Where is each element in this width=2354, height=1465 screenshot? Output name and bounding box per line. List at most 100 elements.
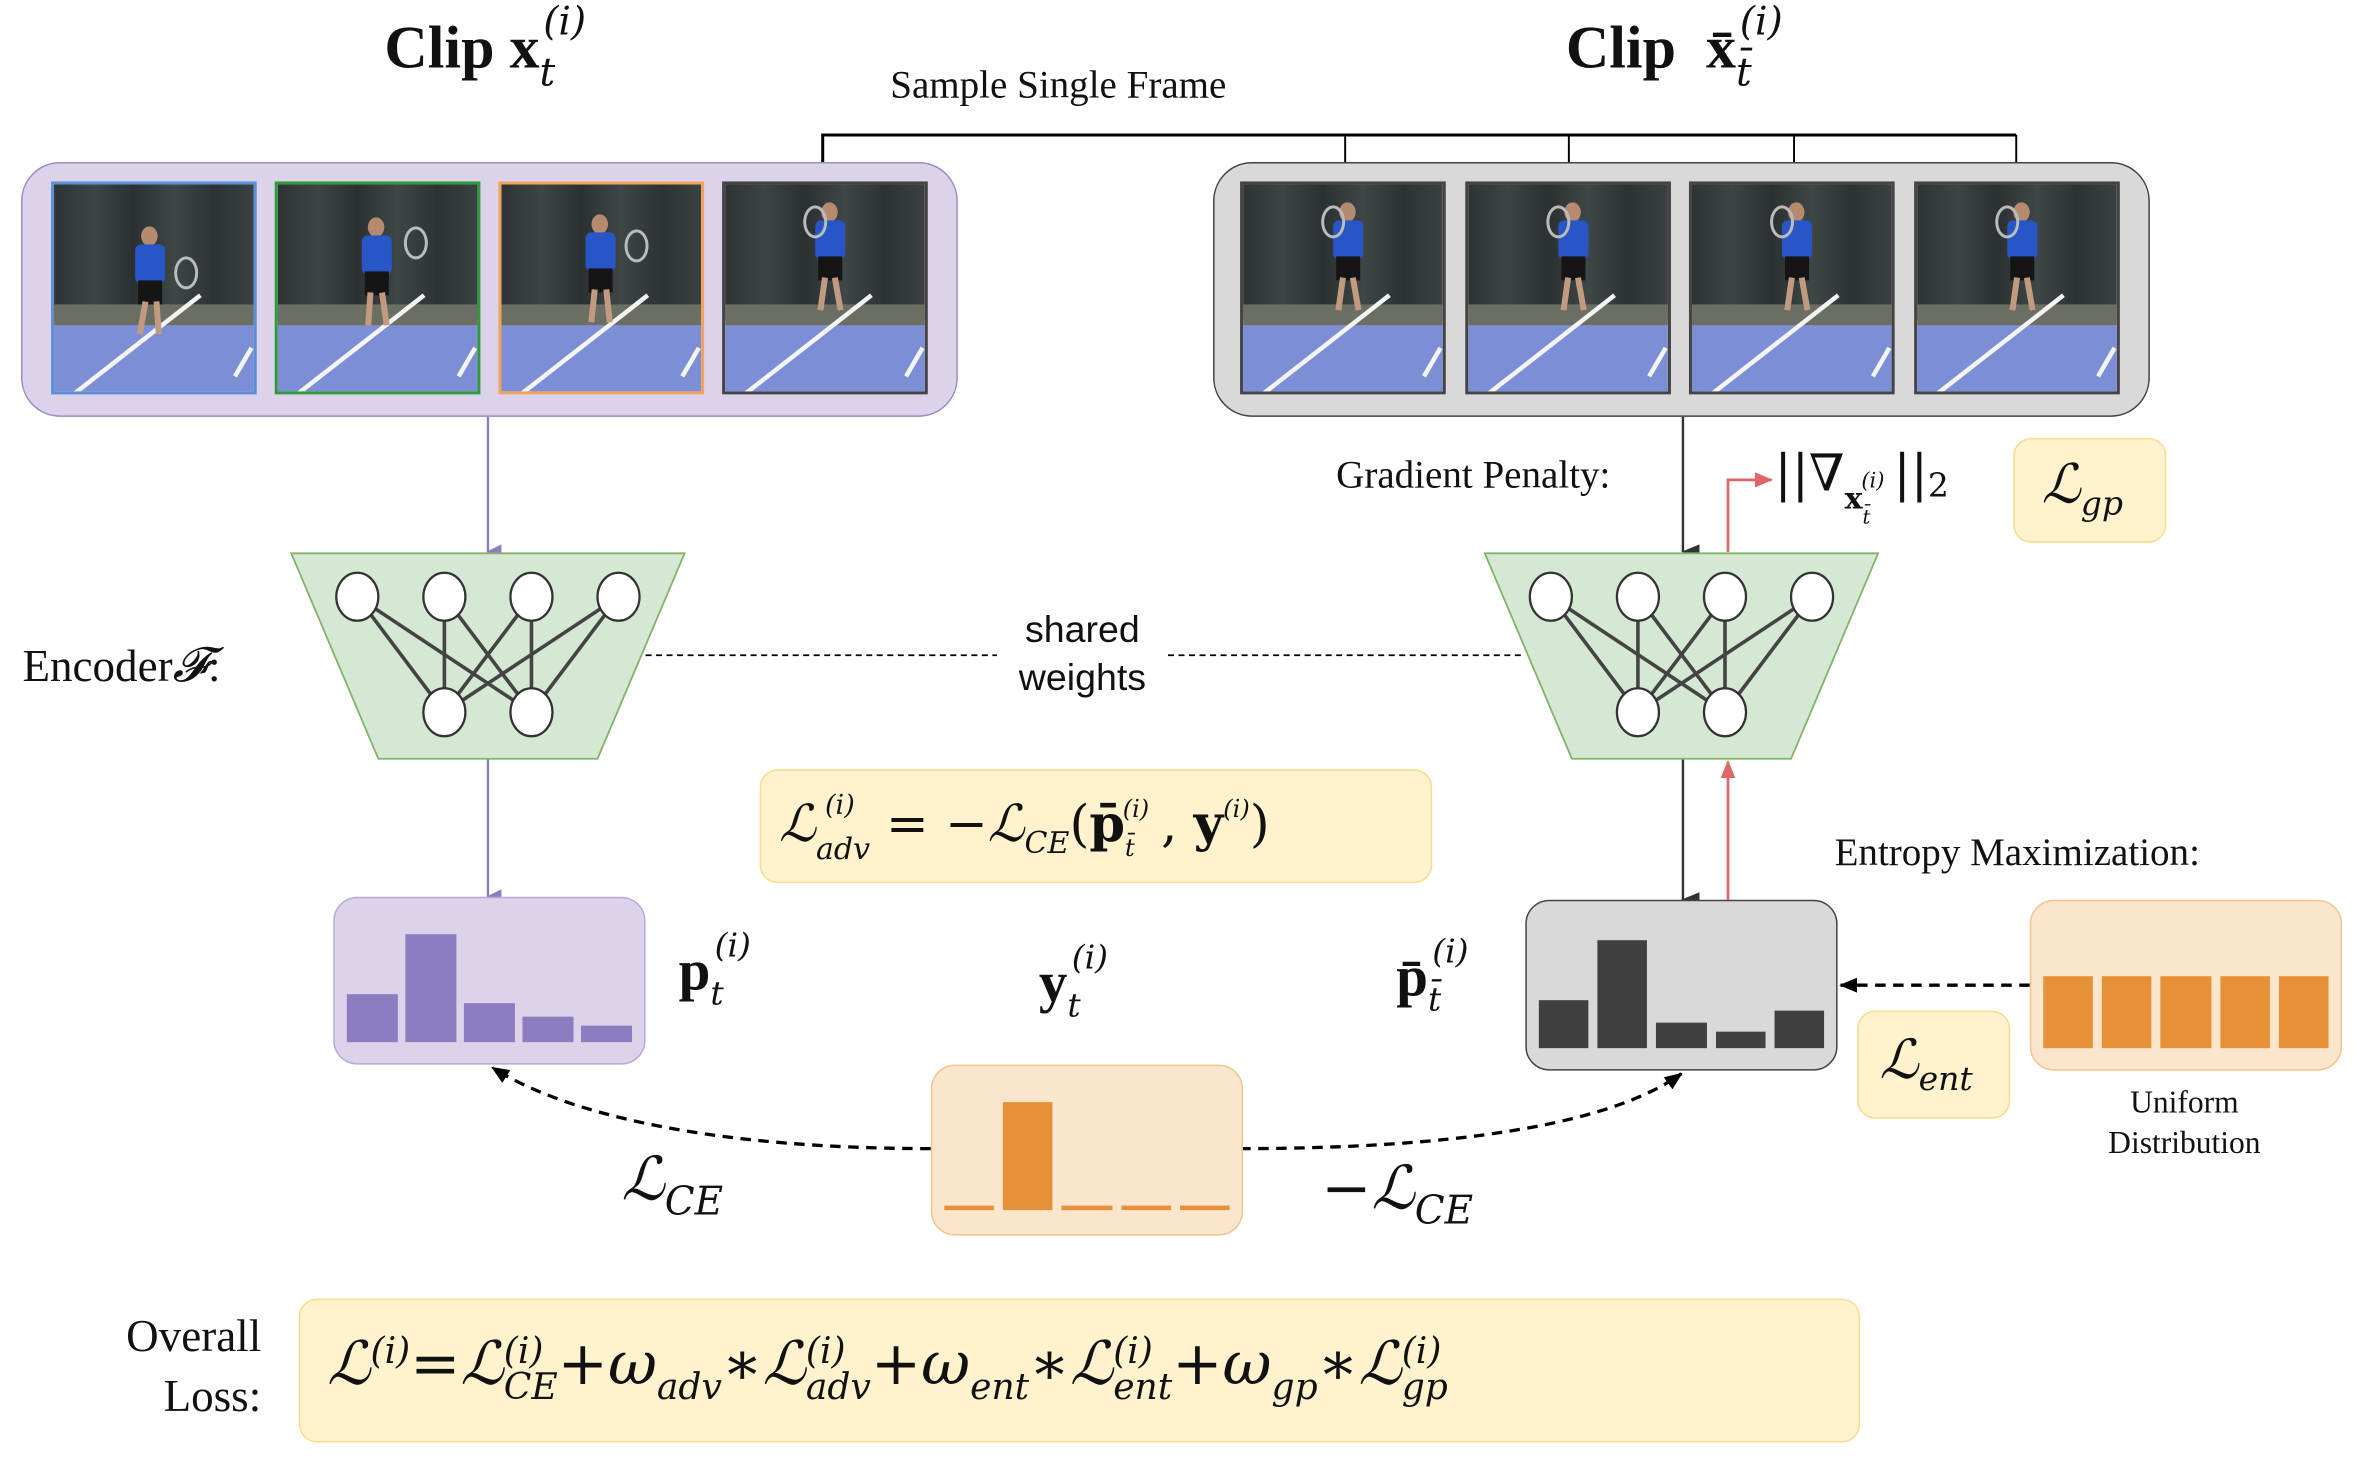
histogram-bar-c2 [1597, 940, 1648, 1049]
formula-operator: + [870, 1330, 922, 1400]
formula-operator: ∗ [721, 1330, 763, 1400]
adv-loss-box: ℒadv(i) = −ℒCE(p̄t̄(i), y(i)) [759, 769, 1433, 884]
right-frame-2 [1464, 181, 1671, 395]
gradient-penalty-label: Gradient Penalty: [1336, 452, 1611, 497]
left-frame-2 [274, 181, 481, 395]
overall-loss-label: Overall Loss: [90, 1308, 261, 1428]
network-node [1615, 687, 1661, 738]
histogram-bar-c2 [405, 934, 457, 1043]
loss-ent-symbol: ℒent [1879, 1030, 1973, 1100]
network-edge [1636, 595, 1727, 714]
histogram-bar-c4 [2219, 976, 2270, 1049]
ce-arrow-left [491, 1066, 931, 1151]
network-node [596, 571, 641, 622]
formula-operator: = [410, 1330, 461, 1400]
formula-term: ℒ(i)CE [460, 1330, 558, 1409]
entropy-maximization-label: Entropy Maximization: [1834, 830, 2200, 875]
formula-term: ℒ(i)adv [762, 1330, 871, 1409]
histogram-bar-c1 [2043, 976, 2094, 1049]
uniform-label-line1: Uniform [2130, 1084, 2239, 1121]
overall-loss-formula: ℒ(i) = ℒ(i)CE + ω adv ∗ ℒ(i)adv + ω ent … [327, 1330, 1448, 1405]
network-node [422, 571, 467, 622]
network-node [1702, 571, 1748, 622]
formula-term: ω adv [607, 1330, 722, 1409]
pred-left-label: pt(i) [678, 928, 751, 1014]
histogram-bar-c4 [1715, 1031, 1766, 1049]
label-y-text: yt(i) [1038, 940, 1109, 1026]
encoder-label: Encoder𝓕: [22, 635, 221, 693]
network-edge [1636, 595, 1814, 714]
loss-ent-box: ℒent [1857, 1010, 2011, 1119]
network-edge [1549, 595, 1640, 714]
left-frame-3 [498, 181, 705, 395]
histogram-bar-c5 [2278, 976, 2329, 1049]
overall-label-line1: Overall [126, 1312, 262, 1362]
formula-operator: ∗ [1029, 1330, 1070, 1400]
formula-operator: + [557, 1330, 608, 1400]
histogram-bar-c2 [2102, 976, 2152, 1049]
clip-right-title: Clip x̄t̄(i) [1565, 0, 1783, 96]
right-frame-3 [1688, 181, 1895, 395]
left-frame-1 [51, 181, 257, 395]
pred-right-histogram [1525, 899, 1838, 1071]
gradient-norm-expression: ||∇xt̄(i)||2 [1774, 443, 1949, 530]
histogram-bar-c3 [463, 1003, 515, 1043]
uniform-distribution-histogram [2029, 899, 2343, 1071]
formula-term: ℒ(i) [327, 1330, 411, 1400]
gradient-arrow-up [1726, 472, 1774, 552]
shared-weights-line2: weights [1018, 656, 1147, 699]
right-frame-4 [1913, 181, 2120, 395]
right-frame-1 [1240, 181, 1446, 395]
encoder-left [289, 552, 686, 760]
network-node [1702, 687, 1748, 738]
uniform-distribution-label: Uniform Distribution [2030, 1083, 2339, 1164]
ce-loss-left-label: ℒCE [621, 1145, 724, 1226]
encoder-right [1483, 552, 1880, 760]
histogram-bar-c4 [1120, 1205, 1171, 1211]
formula-term: ω gp [1222, 1330, 1318, 1409]
network-node [1528, 571, 1573, 622]
formula-operator: + [1172, 1330, 1223, 1400]
pred-left-histogram [333, 896, 646, 1065]
network-node [422, 687, 467, 738]
network-node [509, 571, 554, 622]
overall-label-line2: Loss: [163, 1372, 262, 1422]
histogram-bar-c2 [1003, 1102, 1053, 1211]
histogram-bar-c5 [581, 1025, 633, 1043]
formula-term: ℒ(i)ent [1069, 1330, 1173, 1409]
ce-loss-right-label: −ℒCE [1321, 1154, 1474, 1235]
network-edge [530, 595, 620, 714]
adv-loss-formula: ℒadv(i) = −ℒCE(p̄t̄(i), y(i)) [779, 790, 1270, 867]
histogram-bar-c3 [1656, 1022, 1707, 1049]
shared-weights-line1: shared [1025, 608, 1140, 651]
label-y-histogram [930, 1064, 1244, 1236]
network-edge [443, 595, 620, 714]
network-node [335, 571, 380, 622]
network-edge [442, 595, 533, 714]
histogram-bar-c1 [944, 1205, 995, 1211]
pred-right-label: p̄t̄(i) [1396, 934, 1469, 1020]
network-node [1789, 571, 1835, 622]
uniform-label-line2: Distribution [2108, 1124, 2261, 1161]
network-edge [355, 595, 446, 714]
clip-right-box [1213, 161, 2150, 417]
overall-loss-box: ℒ(i) = ℒ(i)CE + ω adv ∗ ℒ(i)adv + ω ent … [298, 1298, 1861, 1443]
network-edge [1723, 595, 1814, 714]
clip-left-box [21, 161, 958, 417]
loss-gp-box: ℒgp [2013, 437, 2167, 543]
histogram-bar-c3 [1062, 1205, 1112, 1211]
network-node [509, 687, 554, 738]
loss-gp-symbol: ℒgp [2041, 454, 2124, 524]
histogram-bar-c1 [1538, 999, 1589, 1049]
shared-weights-label: shared weights [997, 606, 1168, 702]
sample-single-frame-label: Sample Single Frame [890, 62, 1227, 107]
histogram-bar-c5 [1179, 1205, 1230, 1211]
clip-left-title: Clip xt(i) [384, 0, 587, 96]
histogram-bar-c5 [1774, 1010, 1825, 1049]
formula-term: ℒ(i)gp [1358, 1330, 1448, 1409]
histogram-bar-c4 [522, 1016, 574, 1043]
network-node [1615, 571, 1661, 622]
formula-term: ω ent [921, 1330, 1030, 1409]
